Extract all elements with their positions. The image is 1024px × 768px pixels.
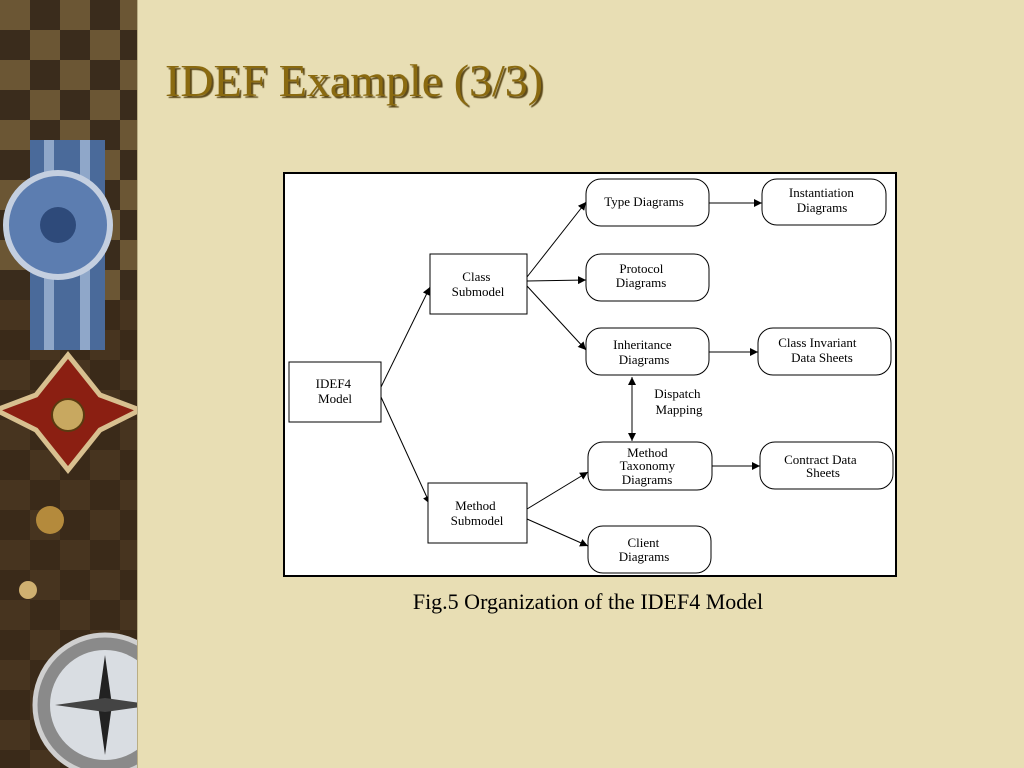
node-method-submodel <box>427 482 528 544</box>
label-line: Contract Data <box>784 452 857 467</box>
node-contract-data-sheets <box>759 441 894 490</box>
node-class-submodel <box>429 253 528 315</box>
idef4-organization-diagram: IDEF4 Model Class Submodel Method Submod… <box>283 172 897 577</box>
edge-class-to-inheritance <box>526 285 587 351</box>
node-inheritance-diagrams <box>585 327 710 376</box>
label-line: Client <box>627 535 659 550</box>
label-line: Instantiation <box>789 185 854 200</box>
node-method-taxonomy-diagrams <box>587 441 713 491</box>
label-line: Submodel <box>452 284 505 299</box>
label-instantiation-diagrams: Instantiation Diagrams <box>789 185 857 215</box>
label-line: Method <box>455 498 496 513</box>
decorative-side-panel <box>0 0 138 768</box>
label-line: Class <box>462 269 490 284</box>
label-inheritance-diagrams: Inheritance Diagrams <box>613 337 675 367</box>
node-class-invariant-data-sheets <box>757 327 892 376</box>
slide-title: IDEF Example (3/3) <box>165 55 544 106</box>
edge-idef4-to-class <box>380 286 431 388</box>
label-line: Sheets <box>806 465 840 480</box>
label-line: Protocol <box>619 261 663 276</box>
edge-class-to-protocol <box>526 276 587 285</box>
edge-method-to-client <box>526 518 589 547</box>
label-line: Dispatch <box>654 386 701 401</box>
label-dispatch-mapping: Dispatch Mapping <box>654 386 703 417</box>
ribbon-icon <box>3 140 113 350</box>
medal-icon <box>0 350 137 599</box>
label-line: Method <box>627 445 668 460</box>
label-line: Diagrams <box>797 200 848 215</box>
label-method-submodel: Method Submodel <box>451 498 504 528</box>
label-line: Mapping <box>656 402 703 417</box>
label-class-invariant-data-sheets: Class Invariant Data Sheets <box>778 335 860 365</box>
label-line: Type Diagrams <box>604 194 684 209</box>
label-line: Data Sheets <box>791 350 853 365</box>
compass-icon <box>32 632 137 768</box>
label-line: Taxonomy <box>620 458 676 473</box>
edge-method-to-taxonomy <box>526 471 589 510</box>
label-line: Inheritance <box>613 337 672 352</box>
label-method-taxonomy-diagrams: Method Taxonomy Diagrams <box>620 445 679 487</box>
label-client-diagrams: Client Diagrams <box>619 535 670 564</box>
label-line: Diagrams <box>622 472 673 487</box>
label-protocol-diagrams: Protocol Diagrams <box>616 261 667 290</box>
label-type-diagrams: Type Diagrams <box>604 194 684 209</box>
label-line: Submodel <box>451 513 504 528</box>
label-line: Diagrams <box>619 352 670 367</box>
label-idef4-model: IDEF4 Model <box>316 376 355 406</box>
label-contract-data-sheets: Contract Data Sheets <box>784 452 860 480</box>
edge-class-to-type <box>526 201 587 278</box>
node-client-diagrams <box>587 525 712 574</box>
node-idef4-model <box>288 361 382 423</box>
label-line: Class Invariant <box>778 335 857 350</box>
node-protocol-diagrams <box>585 253 710 302</box>
label-line: Model <box>318 391 352 406</box>
figure-caption: Fig.5 Organization of the IDEF4 Model <box>412 589 764 614</box>
node-type-diagrams <box>585 178 710 227</box>
label-class-submodel: Class Submodel <box>452 269 505 299</box>
label-line: Diagrams <box>616 275 667 290</box>
edge-idef4-to-method <box>380 396 431 505</box>
label-line: IDEF4 <box>316 376 352 391</box>
label-line: Diagrams <box>619 549 670 564</box>
node-instantiation-diagrams <box>761 178 887 226</box>
